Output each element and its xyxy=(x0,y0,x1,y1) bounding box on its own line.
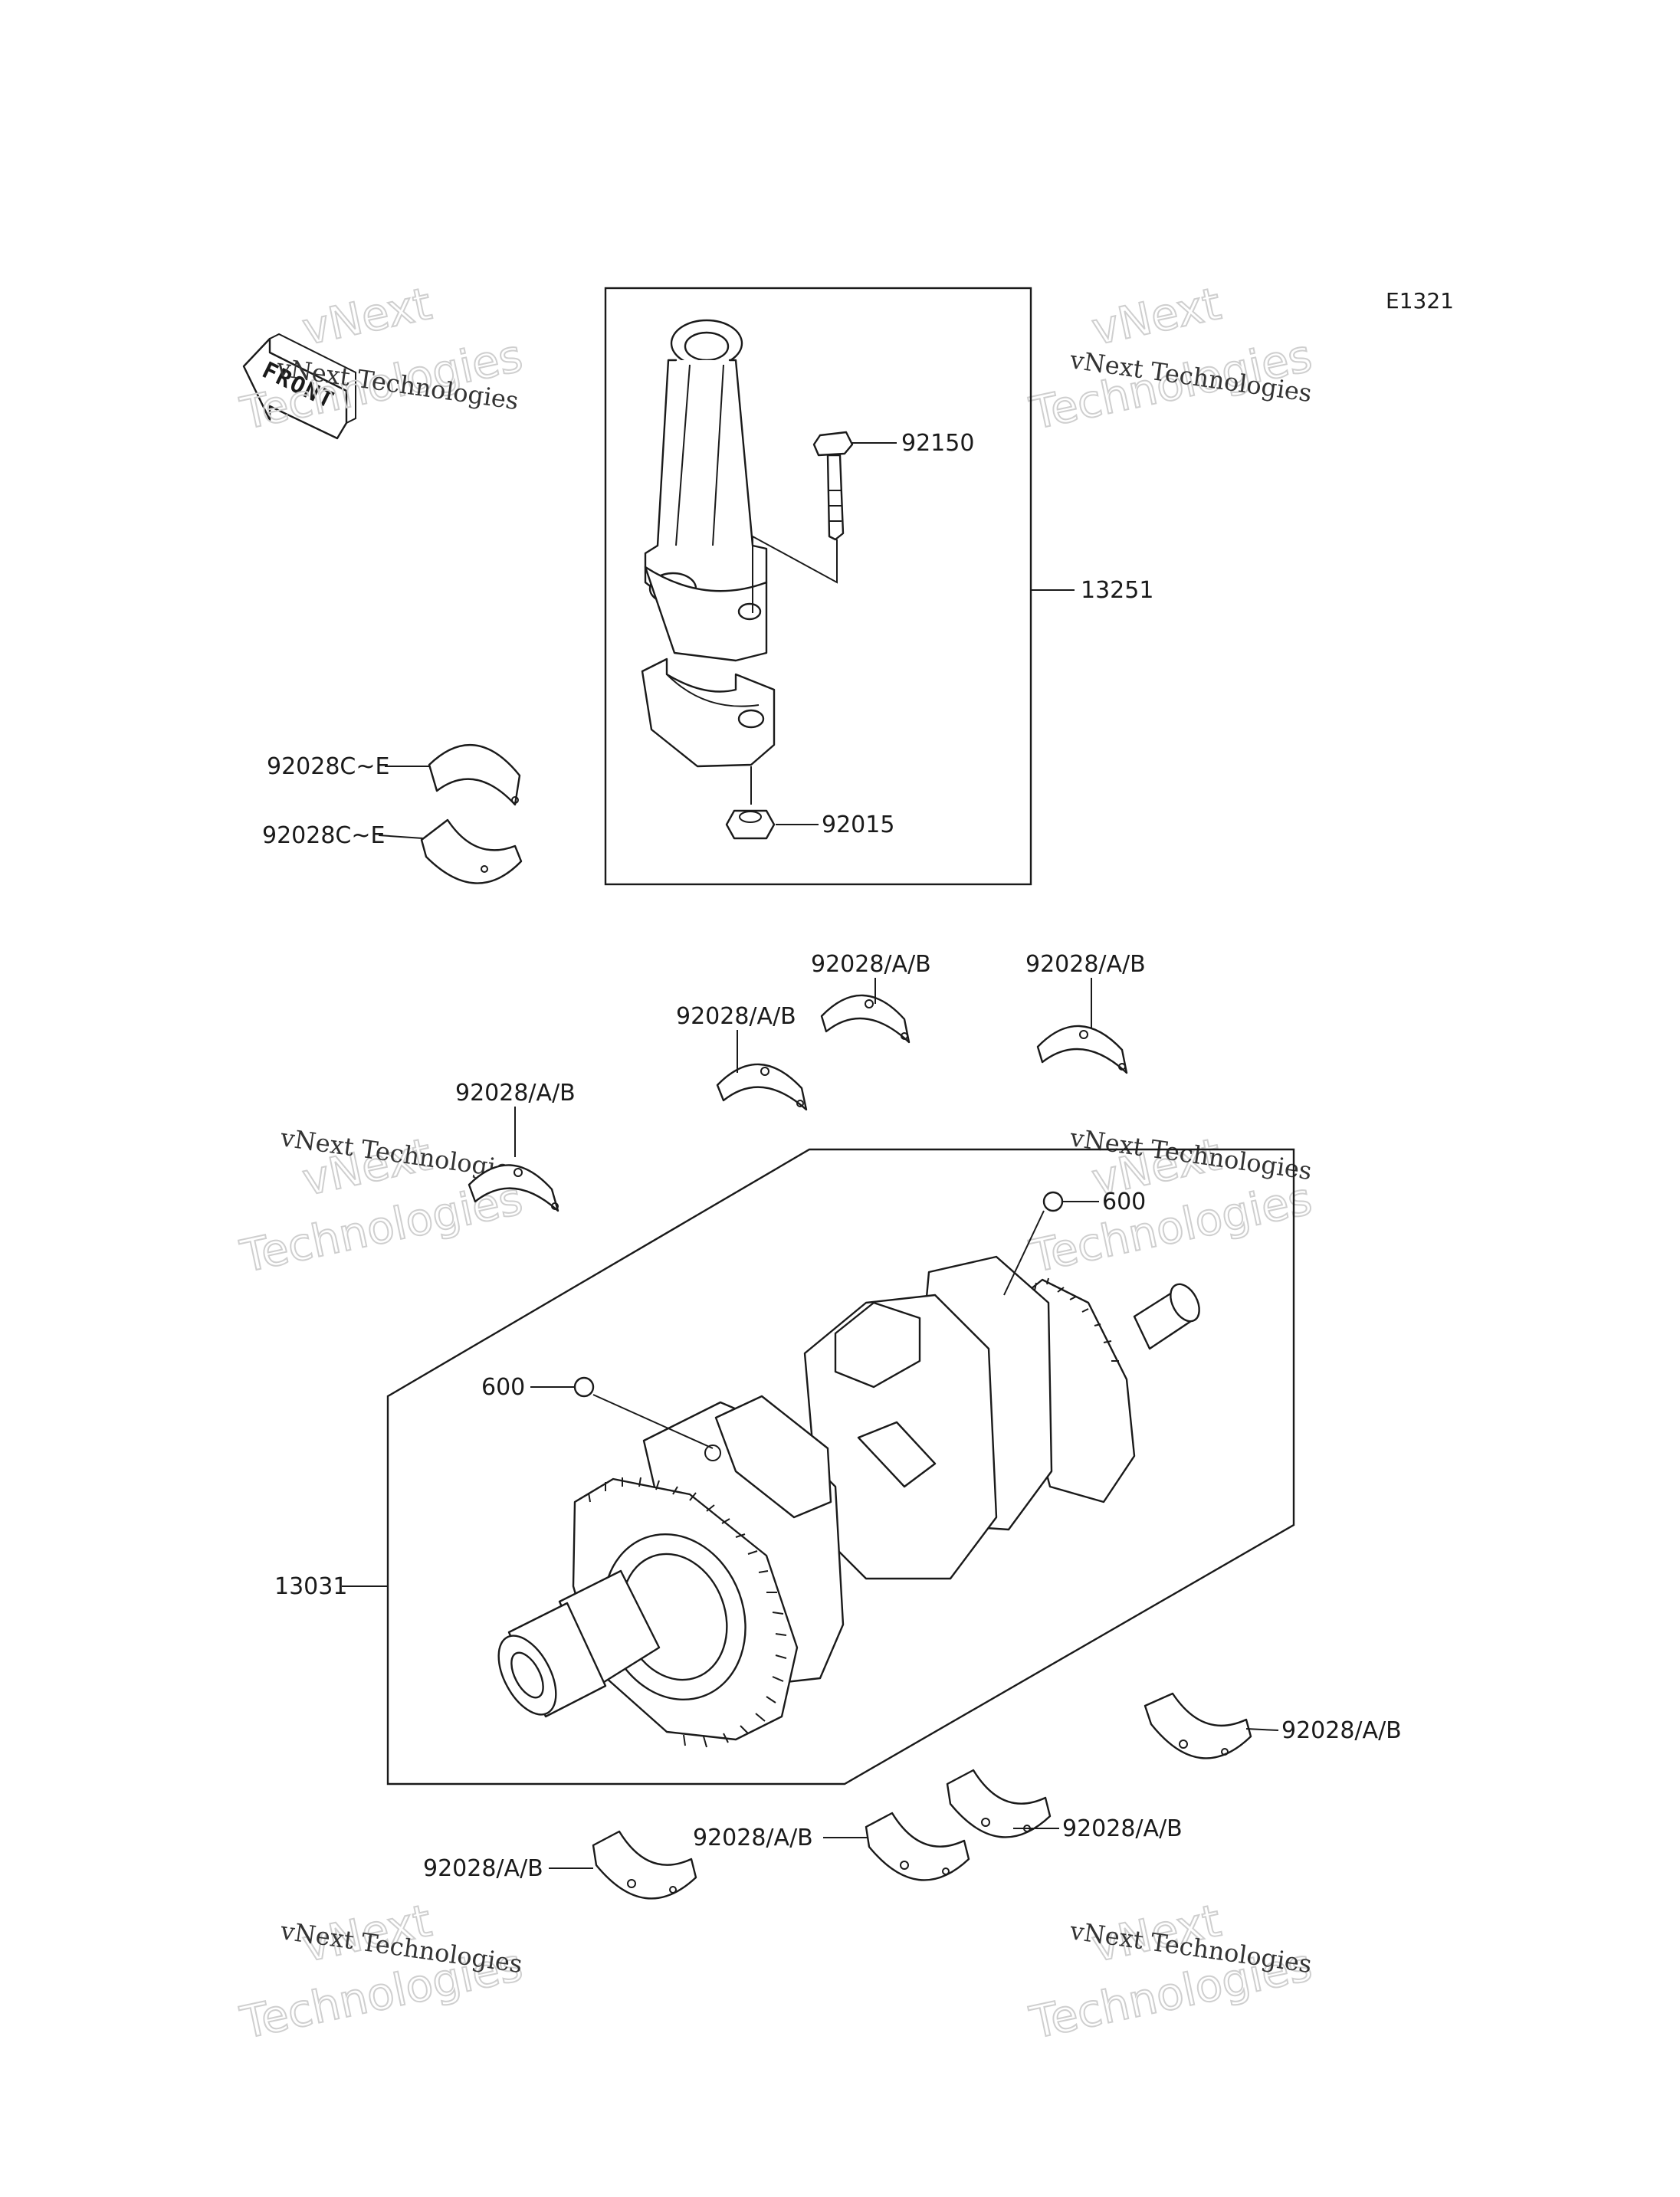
oil-plug-upper-icon xyxy=(1042,1191,1064,1212)
connecting-rod-icon xyxy=(644,319,768,662)
bolt-to-rod-leader xyxy=(752,535,838,613)
crankshaft-box xyxy=(386,1148,1295,1785)
oil-plug-lower-icon xyxy=(573,1376,595,1398)
label-connecting-rod-assembly: 13251 xyxy=(1081,577,1153,604)
connecting-rod-box xyxy=(604,287,1032,886)
main-bearing-icon-8 xyxy=(592,1830,697,1900)
main-bearing-icon-1 xyxy=(716,1063,808,1111)
label-main-bearing-2: 92028/A/B xyxy=(811,951,931,978)
main-bearing-icon-5 xyxy=(1144,1692,1252,1759)
label-main-bearing-1: 92028/A/B xyxy=(676,1003,796,1030)
watermark-bottom-right: vNext Technologies vNext Technologies xyxy=(1025,1894,1317,2050)
watermark-mid-right: vNext Technologies vNext Technologies xyxy=(1025,1123,1317,1284)
rod-bearing-lower-leader xyxy=(378,835,424,839)
label-main-bearing-6: 92028/A/B xyxy=(1062,1815,1183,1842)
watermark-bottom-left: vNext Technologies vNext Technologies xyxy=(235,1894,528,2050)
main-bearing-icon-6 xyxy=(946,1769,1052,1838)
label-main-bearing-4: 92028/A/B xyxy=(455,1080,576,1107)
crankshaft-icon xyxy=(497,1255,1200,1748)
label-main-bearing-5: 92028/A/B xyxy=(1281,1717,1402,1744)
label-rod-bearing-upper: 92028C~E xyxy=(267,753,389,780)
rod-bolt-icon xyxy=(812,431,854,541)
label-rod-bolt: 92150 xyxy=(901,430,974,457)
watermark-mid-left: vNext Technologies vNext Technologies xyxy=(235,1123,528,1284)
watermark-top-right: vNext Technologies vNext Technologies xyxy=(1025,277,1317,441)
main-bearing-icon-7 xyxy=(865,1812,970,1881)
label-main-bearing-8: 92028/A/B xyxy=(423,1855,543,1882)
label-crankshaft-assembly: 13031 xyxy=(274,1573,347,1600)
rod-cap-icon xyxy=(641,657,776,768)
rod-bearing-upper-icon xyxy=(428,743,521,806)
watermark-top-left: vNext Technologies vNext Technologies xyxy=(235,277,528,441)
label-oil-plug-lower: 600 xyxy=(481,1374,525,1401)
label-main-bearing-7: 92028/A/B xyxy=(693,1825,813,1851)
main-bearing-icon-4 xyxy=(468,1164,559,1212)
svg-text:vNext: vNext xyxy=(1088,277,1226,356)
label-oil-plug-upper: 600 xyxy=(1102,1189,1146,1215)
rod-bearing-lower-icon xyxy=(420,818,523,884)
label-main-bearing-3: 92028/A/B xyxy=(1025,951,1146,978)
main-bearing-icon-3 xyxy=(1036,1025,1128,1074)
label-rod-bearing-lower: 92028C~E xyxy=(262,822,385,849)
svg-text:vNext: vNext xyxy=(298,277,436,356)
label-rod-nut: 92015 xyxy=(822,812,894,838)
rod-nut-icon xyxy=(725,809,776,840)
diagram-code: E1321 xyxy=(1386,288,1454,313)
main-bearing-icon-2 xyxy=(820,994,911,1044)
